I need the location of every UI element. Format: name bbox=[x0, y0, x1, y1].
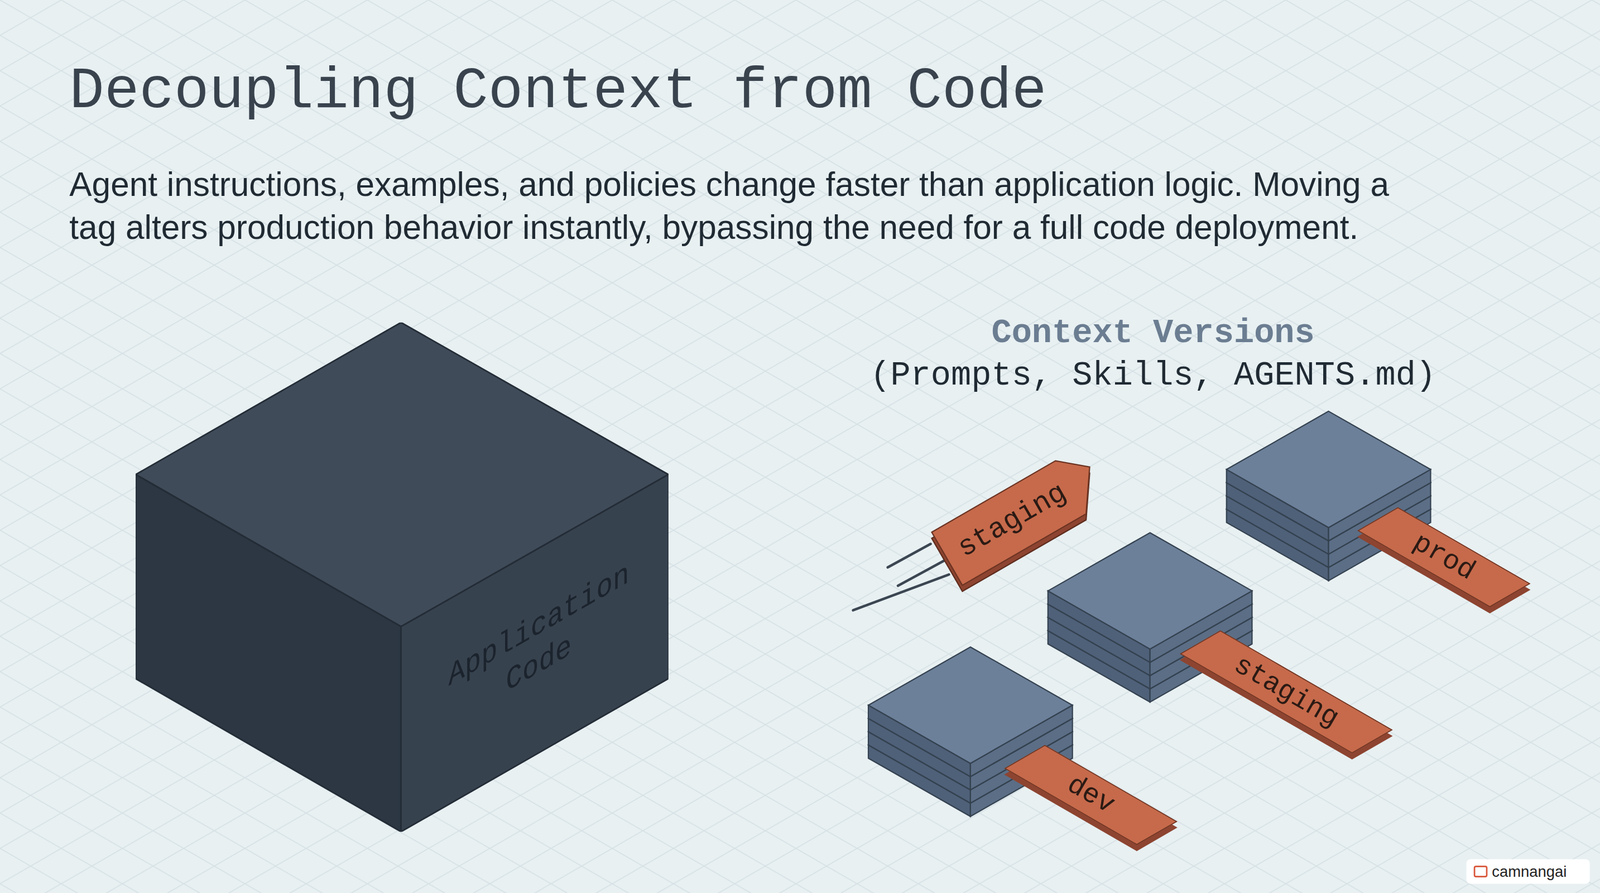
version-tag: prod bbox=[1367, 533, 1521, 581]
node-label: prod bbox=[1406, 526, 1481, 588]
tag-face bbox=[931, 447, 1110, 586]
body-text: Agent instructions, examples, and polici… bbox=[69, 163, 1409, 250]
speed-lines bbox=[853, 544, 950, 611]
node-label-box: dev bbox=[1012, 736, 1170, 854]
section-subheading: (Prompts, Skills, AGENTS.md) bbox=[795, 354, 1511, 398]
node-label-box: staging bbox=[1187, 621, 1384, 762]
node-label: staging bbox=[1227, 648, 1344, 735]
slide-title: Decoupling Context from Code bbox=[69, 56, 1047, 127]
speed-line bbox=[887, 544, 931, 568]
watermark-icon bbox=[1474, 866, 1487, 877]
speed-line bbox=[853, 574, 950, 610]
code-block: Application Code bbox=[135, 322, 669, 832]
cube-left bbox=[135, 474, 401, 832]
version-tag: staging bbox=[1186, 668, 1386, 716]
node-label-box: staging bbox=[931, 456, 1094, 585]
speed-line bbox=[897, 560, 945, 586]
version-tag: dev bbox=[1014, 771, 1167, 819]
section-heading: Context Versions bbox=[847, 312, 1460, 356]
context-stack bbox=[868, 646, 1073, 817]
node-label-box: prod bbox=[1365, 498, 1522, 616]
cube-right bbox=[401, 474, 669, 832]
watermark-badge bbox=[1466, 859, 1590, 884]
node-label: dev bbox=[1060, 768, 1121, 822]
node-label: staging bbox=[952, 476, 1073, 565]
moving-tag: staging bbox=[931, 447, 1110, 586]
watermark: camnangai bbox=[1466, 859, 1590, 884]
